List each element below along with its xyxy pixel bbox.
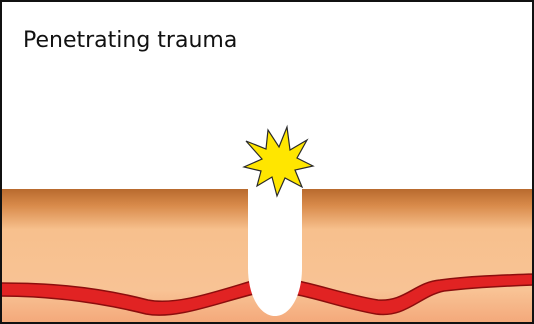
wound-channel — [248, 186, 302, 316]
starburst-icon — [244, 127, 313, 196]
diagram-title: Penetrating trauma — [23, 30, 237, 52]
